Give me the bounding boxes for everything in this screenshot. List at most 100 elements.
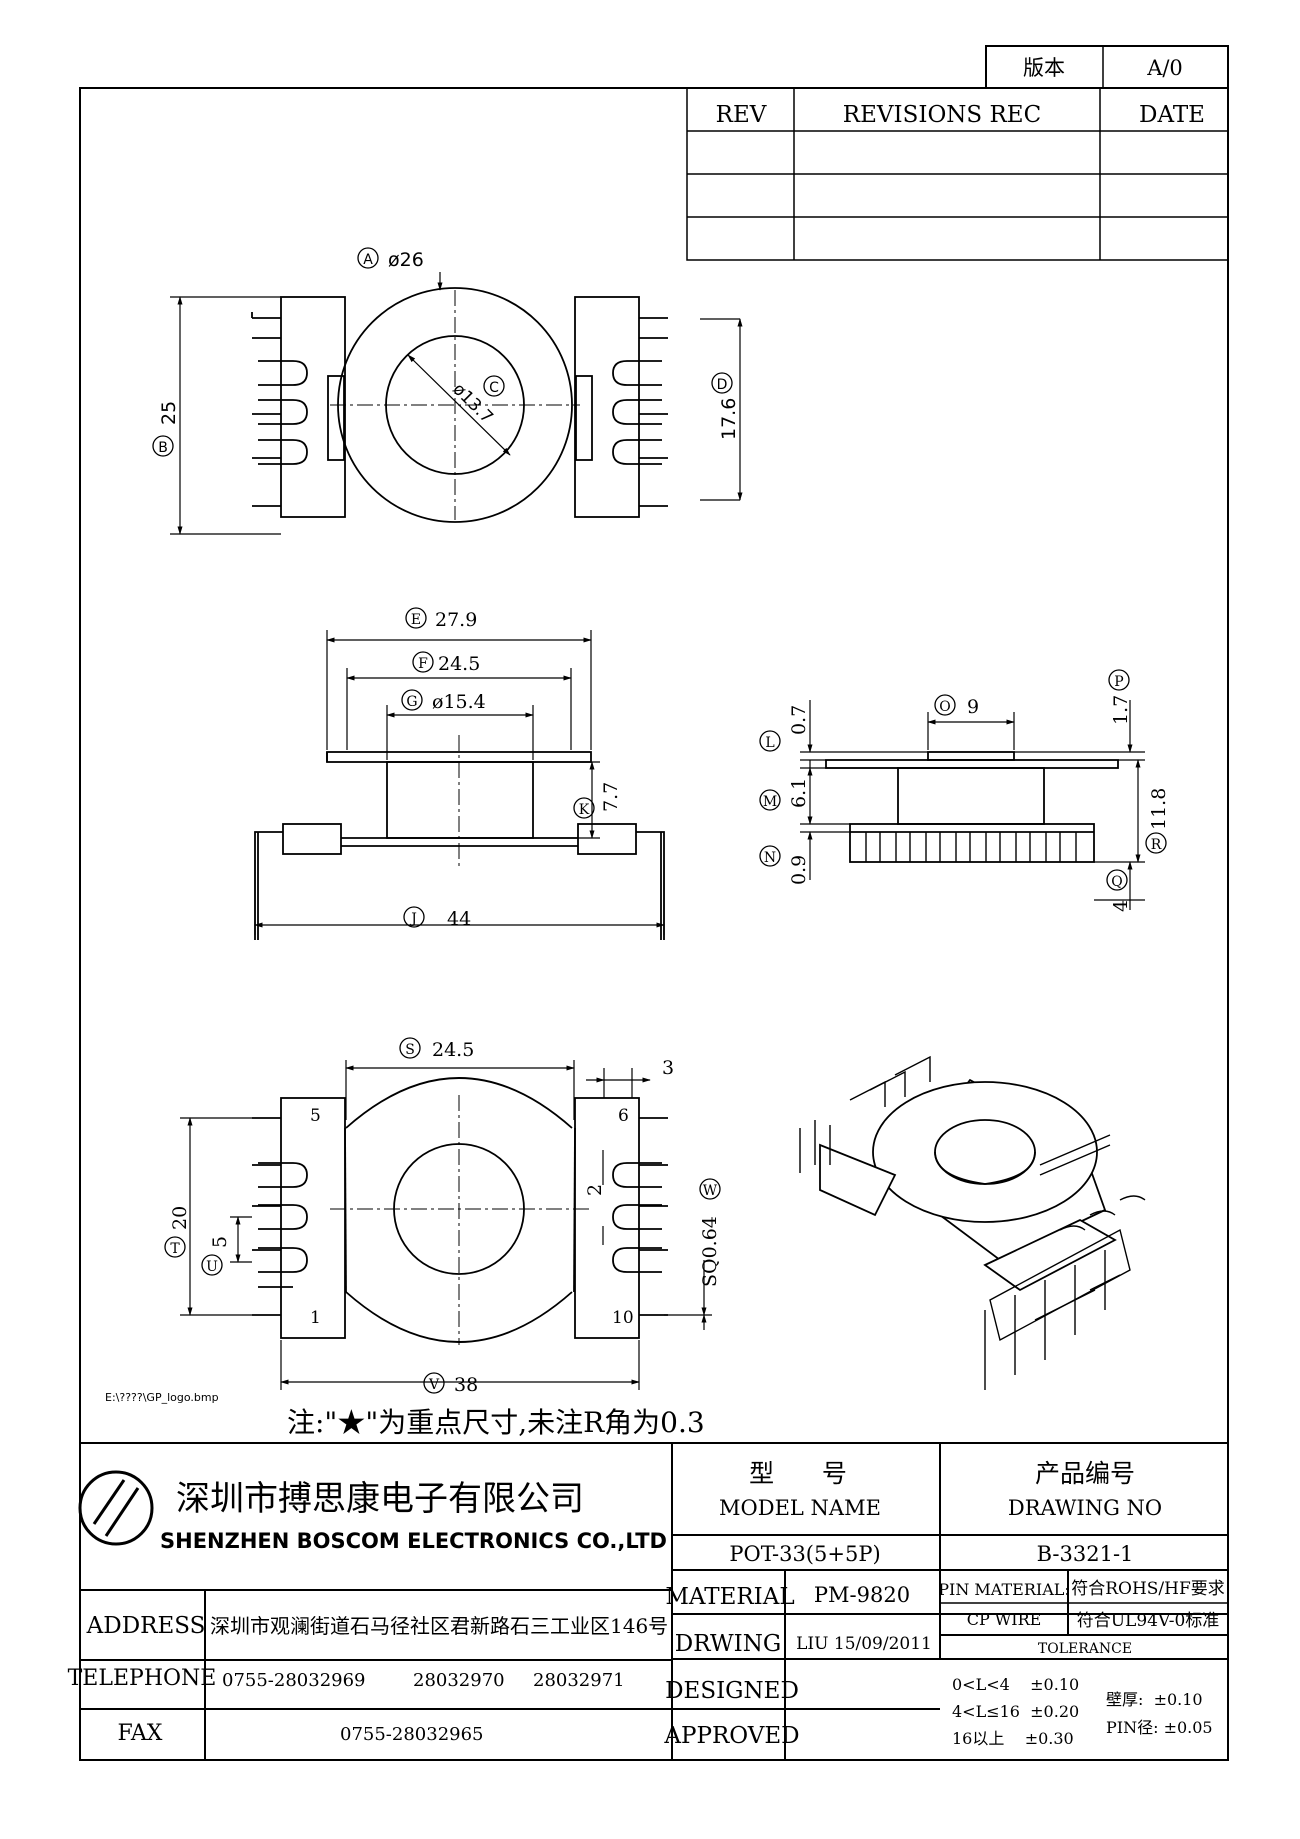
tel-2: 28032970 [413, 1670, 505, 1691]
drwing-value: LIU 15/09/2011 [796, 1634, 932, 1654]
svg-text:S: S [405, 1042, 415, 1058]
logo-path: E:\????\GP_logo.bmp [105, 1391, 219, 1404]
pin-1-label: 1 [310, 1308, 321, 1328]
title-block [80, 1442, 1228, 1760]
dim-O: 9 [967, 696, 979, 718]
rohs-note: 符合ROHS/HF要求 [1071, 1579, 1225, 1599]
dim-R: 11.8 [1148, 788, 1170, 830]
pin-5-label: 5 [310, 1106, 321, 1126]
drawing-note: 注:"★"为重点尺寸,未注R角为0.3 [287, 1406, 705, 1439]
dim-gap: 2 [584, 1184, 606, 1196]
dim-A: ø26 [388, 249, 424, 271]
svg-text:F: F [418, 656, 428, 672]
svg-text:T: T [170, 1241, 180, 1257]
dim-P: 1.7 [1110, 695, 1132, 725]
tolerance-row-3: 16以上 ±0.30 [952, 1729, 1074, 1748]
ul-note: 符合UL94V-0标准 [1077, 1611, 1220, 1631]
svg-text:E: E [411, 612, 421, 628]
tel-3: 28032971 [533, 1670, 625, 1691]
fax-value: 0755-28032965 [340, 1724, 484, 1745]
dim-G: ø15.4 [432, 691, 486, 713]
pin-material-value: CP WIRE [967, 1610, 1042, 1629]
dim-F: 24.5 [438, 653, 480, 675]
svg-text:J: J [409, 911, 417, 927]
fax-label: FAX [118, 1721, 163, 1746]
dim-N: 0.9 [788, 855, 810, 885]
drawing-label-cn: 产品编号 [1035, 1459, 1135, 1488]
dim-U: 5 [209, 1236, 231, 1248]
bottom-view-dims [180, 1060, 712, 1390]
svg-text:P: P [1114, 674, 1123, 690]
dim-E: 27.9 [435, 609, 477, 631]
svg-text:O: O [939, 699, 950, 715]
svg-text:W: W [703, 1183, 718, 1199]
dim-L: 0.7 [788, 705, 810, 735]
side-view [825, 751, 1119, 863]
wall-tolerance: 壁厚: ±0.10 [1106, 1690, 1203, 1709]
dim-M: 6.1 [788, 778, 810, 808]
isometric-view [799, 1055, 1146, 1390]
svg-text:L: L [765, 735, 774, 751]
top-view-dims [170, 272, 743, 535]
approved-label: APPROVED [663, 1723, 799, 1749]
version-label: 版本 [1023, 56, 1065, 80]
svg-text:A: A [363, 252, 373, 268]
front-view-dims [254, 630, 665, 935]
svg-text:U: U [206, 1259, 218, 1275]
tel-1: 0755-28032969 [222, 1670, 366, 1691]
dim-V: 38 [454, 1374, 478, 1396]
version-box: 版本 A/0 [985, 45, 1229, 89]
top-view [251, 287, 668, 523]
designed-label: DESIGNED [665, 1678, 799, 1704]
svg-text:B: B [158, 440, 168, 456]
drawing-value: B-3321-1 [1037, 1542, 1134, 1566]
dim-S: 24.5 [432, 1039, 474, 1061]
pin-dia-tolerance: PIN径: ±0.05 [1106, 1718, 1213, 1737]
address-label: ADDRESS [86, 1613, 206, 1639]
revisions-rec-header: REVISIONS REC [843, 102, 1041, 128]
side-view-dims [800, 700, 1145, 910]
front-view-labels: E 27.9 F 24.5 G ø15.4 K 7.7 J 44 [401, 607, 622, 930]
dim-T: 20 [169, 1206, 191, 1230]
company-name-en: SHENZHEN BOSCOM ELECTRONICS CO.,LTD [160, 1529, 667, 1553]
address-value: 深圳市观澜街道石马径社区君新路石三工业区146号 [210, 1614, 668, 1638]
version-value: A/0 [1146, 56, 1183, 80]
outer-frame [79, 87, 1229, 1761]
material-value: PM-9820 [814, 1583, 910, 1607]
dim-J: 44 [447, 908, 471, 930]
svg-text:D: D [717, 377, 728, 393]
svg-text:M: M [763, 794, 777, 810]
model-value: POT-33(5+5P) [729, 1542, 880, 1566]
date-header: DATE [1139, 102, 1205, 128]
dim-W: SQ0.64 [699, 1216, 721, 1287]
dim-B: 25 [158, 401, 180, 425]
telephone-label: TELEPHONE [68, 1666, 217, 1691]
svg-text:C: C [489, 380, 499, 396]
dim-K: 7.7 [600, 782, 622, 812]
bottom-view-labels: S 24.5 3 T 20 U 5 2 W SQ0.64 V 38 5 6 1 … [164, 1037, 721, 1396]
pin-6-label: 6 [618, 1106, 629, 1126]
company-logo [78, 1470, 154, 1546]
svg-text:Q: Q [1111, 874, 1122, 890]
svg-text:K: K [579, 802, 590, 818]
pin-material-label: PIN MATERIAL: [938, 1580, 1070, 1599]
dim-Q: 4 [1110, 900, 1132, 912]
tolerance-row-1: 0<L<4 ±0.10 [952, 1675, 1079, 1694]
svg-text:V: V [428, 1377, 440, 1393]
drwing-label: DRWING [675, 1631, 781, 1657]
side-view-labels: O 9 P 1.7 L 0.7 M 6.1 N 0.9 R 11.8 Q 4 [759, 669, 1170, 912]
tolerance-label: TOLERANCE [1038, 1641, 1132, 1657]
model-label-en: MODEL NAME [719, 1496, 881, 1520]
model-label-cn: 型 号 [749, 1459, 847, 1488]
svg-text:R: R [1151, 837, 1162, 853]
dim-D: 17.6 [718, 398, 740, 440]
svg-text:N: N [764, 850, 776, 866]
svg-text:G: G [406, 694, 417, 710]
material-label: MATERIAL [665, 1584, 794, 1610]
company-name-cn: 深圳市搏思康电子有限公司 [176, 1479, 584, 1519]
drawing-label-en: DRAWING NO [1008, 1496, 1162, 1520]
rev-header: REV [716, 102, 767, 128]
bottom-view [252, 1077, 668, 1345]
pin-10-label: 10 [612, 1308, 634, 1328]
